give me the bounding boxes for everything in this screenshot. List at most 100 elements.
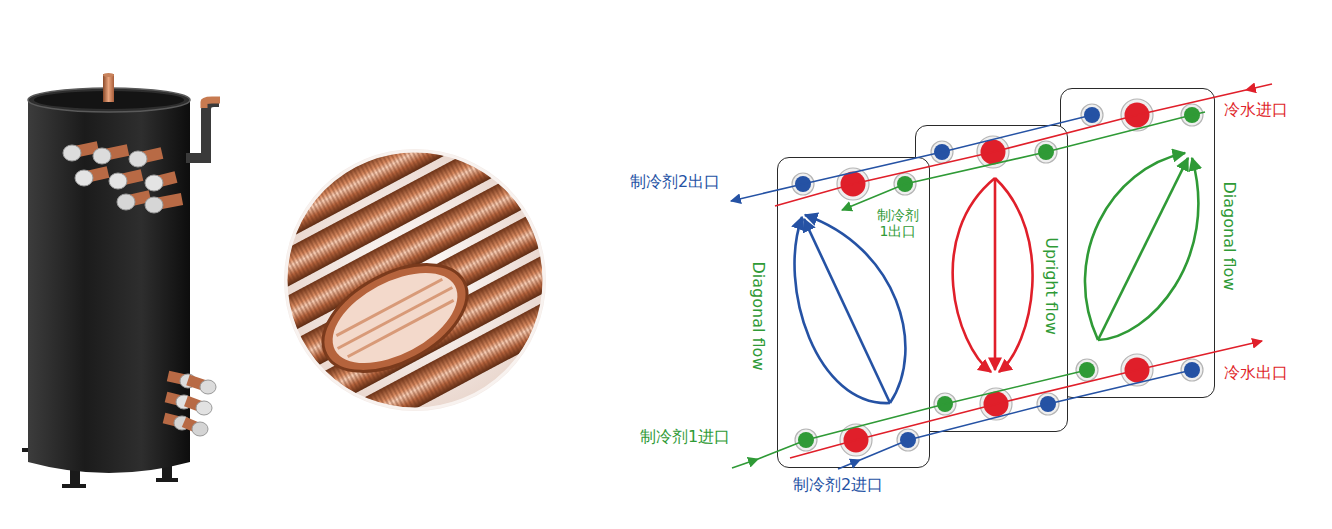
port xyxy=(1181,104,1203,126)
flow-arrow xyxy=(995,178,1033,372)
refrigerant1-line xyxy=(842,112,1205,210)
refrigerant1-line xyxy=(732,112,1205,468)
pipe-stub xyxy=(129,151,147,167)
port xyxy=(840,424,872,456)
finned-tube-photo xyxy=(164,64,658,481)
flow-arrow xyxy=(1098,158,1188,340)
shell-and-tube-tank xyxy=(156,478,178,482)
plate-flow-art xyxy=(777,157,930,468)
port-label: 制冷剂2出口 xyxy=(630,173,720,191)
port xyxy=(1121,354,1153,386)
finned-tube-photo xyxy=(338,287,453,348)
port xyxy=(900,432,916,448)
port xyxy=(798,432,814,448)
shell-and-tube-tank xyxy=(204,100,220,108)
port xyxy=(934,393,956,415)
port xyxy=(897,176,913,192)
refrigerant2-line xyxy=(860,370,1192,460)
port xyxy=(795,429,817,451)
refrigerant1-line xyxy=(732,459,758,468)
flow-arrow xyxy=(1098,158,1198,340)
pipe-stub xyxy=(93,148,111,164)
finned-tube-photo xyxy=(332,277,458,359)
shell-and-tube-tank xyxy=(62,484,86,488)
pipe-stub xyxy=(192,422,208,436)
port xyxy=(931,136,1059,420)
port xyxy=(1037,393,1059,415)
finned-tube-photo xyxy=(286,151,544,409)
pipe-stub xyxy=(109,173,127,189)
port xyxy=(977,136,1009,168)
port-label-holder: 制冷剂2进口 xyxy=(793,476,883,494)
port-label-holder: 制冷剂 1出口 xyxy=(872,207,924,239)
heat-exchanger-plate: Upright flow xyxy=(915,125,1068,432)
port-label-holder: 冷水进口 xyxy=(1224,101,1288,119)
finned-tube-photo xyxy=(318,254,472,381)
refrigerant2-line xyxy=(731,115,1192,469)
heat-exchanger-plate: Diagonal flow xyxy=(777,157,930,468)
port xyxy=(1076,99,1203,386)
pipe-stub xyxy=(200,380,216,394)
finned-tube-photo xyxy=(243,213,639,445)
pipe-stub xyxy=(63,145,182,213)
finned-tube-photo xyxy=(164,64,658,481)
pipe-stub xyxy=(145,175,163,191)
pipe-stub xyxy=(145,197,163,213)
port-label-holder: 冷水出口 xyxy=(1224,364,1288,382)
flow-label: Upright flow xyxy=(1042,237,1061,335)
flow-arrow xyxy=(794,217,889,403)
port xyxy=(1081,104,1103,126)
flow-arrow xyxy=(794,215,905,403)
shell-and-tube-tank xyxy=(103,74,114,102)
port xyxy=(792,173,814,195)
port-label: 冷水进口 xyxy=(1224,101,1288,119)
flow-label-holder: Upright flow xyxy=(1042,237,1061,335)
port xyxy=(931,141,953,163)
plate-flow-art xyxy=(915,125,1068,432)
finned-tube-photo xyxy=(164,64,658,481)
flow-arrow xyxy=(1084,153,1197,340)
port xyxy=(843,427,868,452)
port xyxy=(934,144,950,160)
port-label-holder: 制冷剂2出口 xyxy=(630,173,720,191)
finned-tube-photo xyxy=(305,243,484,394)
flow-label-holder: Diagonal flow xyxy=(1220,182,1239,291)
port xyxy=(792,168,919,456)
port xyxy=(1121,99,1153,131)
port xyxy=(937,396,953,412)
port xyxy=(1084,107,1100,123)
flow-arrow xyxy=(804,219,890,403)
flow-arrow xyxy=(952,178,1032,372)
pipe-stub xyxy=(164,374,216,436)
pipe-stub xyxy=(75,170,93,186)
refrigerant2-line xyxy=(731,115,1092,201)
water-line xyxy=(775,84,1272,458)
shell-and-tube-tank xyxy=(22,73,220,488)
water-line xyxy=(775,90,1246,206)
port xyxy=(840,171,865,196)
port xyxy=(1124,102,1149,127)
finned-tube-photo xyxy=(348,300,454,356)
port xyxy=(983,391,1008,416)
flow-arrow xyxy=(952,178,994,372)
port xyxy=(1079,362,1095,378)
flow-label-holder: Diagonal flow xyxy=(749,262,768,371)
plate-flow-art xyxy=(1060,88,1215,398)
shell-and-tube-tank xyxy=(186,102,219,158)
shell-and-tube-tank xyxy=(103,73,114,77)
port xyxy=(837,168,869,200)
port-label: 冷水出口 xyxy=(1224,364,1288,382)
port xyxy=(1184,107,1200,123)
heat-exchanger-plate: Diagonal flow xyxy=(1060,88,1215,398)
flow-arrow xyxy=(805,215,905,403)
flow-label: Diagonal flow xyxy=(749,262,768,371)
flow-arrow xyxy=(993,178,996,370)
shell-and-tube-tank xyxy=(28,100,190,473)
port-label: 制冷剂1进口 xyxy=(640,428,730,446)
refrigerant1-line xyxy=(758,370,1087,459)
